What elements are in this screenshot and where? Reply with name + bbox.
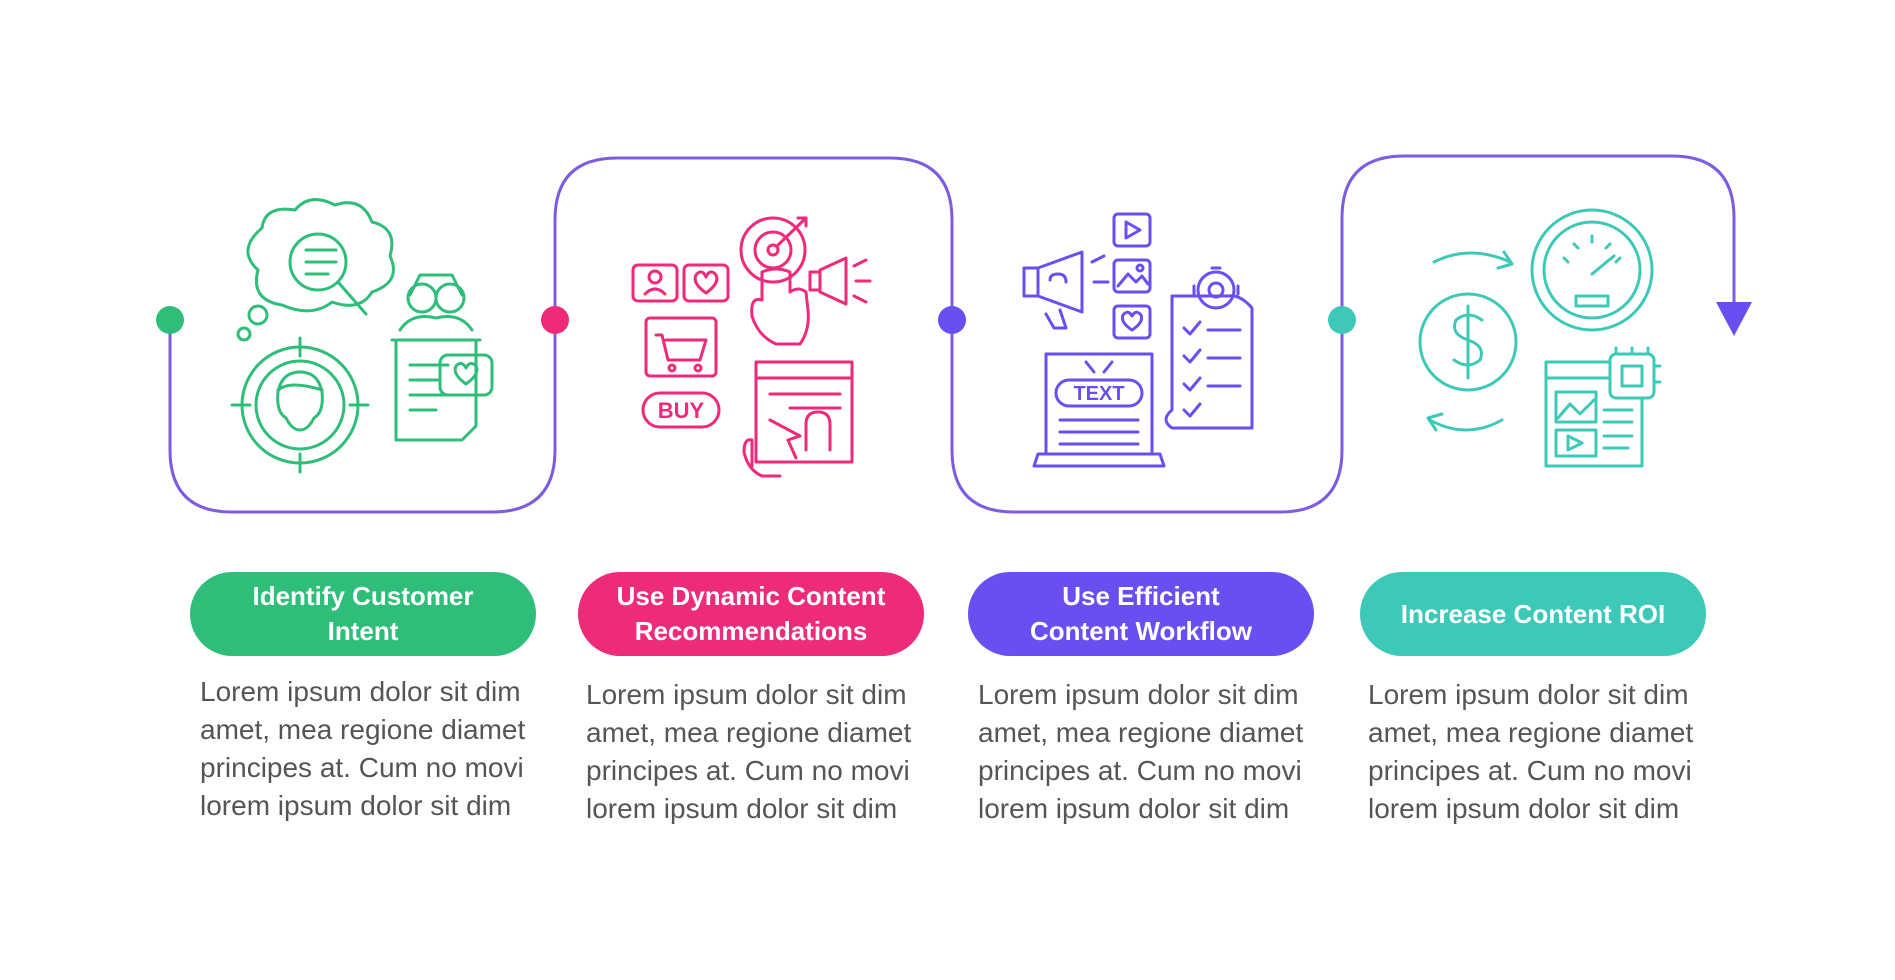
buy-badge-icon: BUY <box>641 391 721 429</box>
checklist-gear-icon <box>1164 266 1254 430</box>
step-marker-4 <box>1328 306 1356 334</box>
laptop-text-label: TEXT <box>1073 383 1124 405</box>
step-marker-3 <box>938 306 966 334</box>
connector-path <box>168 154 1736 514</box>
shopping-cart-icon <box>644 316 718 378</box>
step-3-title-pill: Use Efficient Content Workflow <box>968 572 1314 656</box>
image-icon <box>1112 258 1152 294</box>
buy-label: BUY <box>658 398 705 423</box>
step-marker-2 <box>541 306 569 334</box>
step-2-body: Lorem ipsum dolor sit dim amet, mea regi… <box>586 679 912 824</box>
brain-search-icon <box>236 198 395 342</box>
step-2-title-pill: Use Dynamic Content Recommendations <box>578 572 924 656</box>
step-4-body: Lorem ipsum dolor sit dim amet, mea regi… <box>1368 679 1694 824</box>
step-1-title: Identify Customer Intent <box>252 581 474 646</box>
step-2-icon-cluster: BUY <box>631 216 872 478</box>
step-4-title: Increase Content ROI <box>1400 598 1666 629</box>
step-1-icon-cluster <box>230 198 494 474</box>
step-3-body: Lorem ipsum dolor sit dim amet, mea regi… <box>978 679 1304 824</box>
megaphone-icon <box>808 256 872 306</box>
step-3-icon-cluster: TEXT <box>1022 212 1254 468</box>
magnet-webpage-icon <box>742 360 854 478</box>
step-3-title: Use Efficient Content Workflow <box>1030 581 1252 646</box>
step-marker-1 <box>156 306 184 334</box>
step-4-title-pill: Increase Content ROI <box>1360 572 1706 656</box>
step-1-title-pill: Identify Customer Intent <box>190 572 536 656</box>
step-4-description: Lorem ipsum dolor sit dim amet, mea regi… <box>1368 676 1728 828</box>
binoculars-icon <box>390 273 482 342</box>
step-2-description: Lorem ipsum dolor sit dim amet, mea regi… <box>586 676 946 828</box>
play-icon <box>1112 212 1152 248</box>
dollar-cycle-icon <box>1418 250 1518 432</box>
target-person-icon <box>230 336 370 474</box>
magnet-megaphone-icon <box>1022 250 1110 330</box>
step-2-title: Use Dynamic Content Recommendations <box>616 581 886 646</box>
step-1-body: Lorem ipsum dolor sit dim amet, mea regi… <box>200 676 526 821</box>
step-4-icon-cluster <box>1418 208 1662 468</box>
step-1-description: Lorem ipsum dolor sit dim amet, mea regi… <box>200 673 560 825</box>
laptop-text-icon: TEXT <box>1032 352 1166 468</box>
feedback-document-icon <box>394 338 494 442</box>
ai-content-page-icon <box>1544 346 1662 468</box>
speedometer-icon <box>1530 208 1654 332</box>
heart-icon <box>682 263 730 303</box>
heart-icon <box>1112 304 1152 340</box>
step-3-description: Lorem ipsum dolor sit dim amet, mea regi… <box>978 676 1338 828</box>
arrowhead-icon <box>1716 302 1752 336</box>
profile-icon <box>631 263 679 303</box>
target-click-icon <box>739 216 810 346</box>
